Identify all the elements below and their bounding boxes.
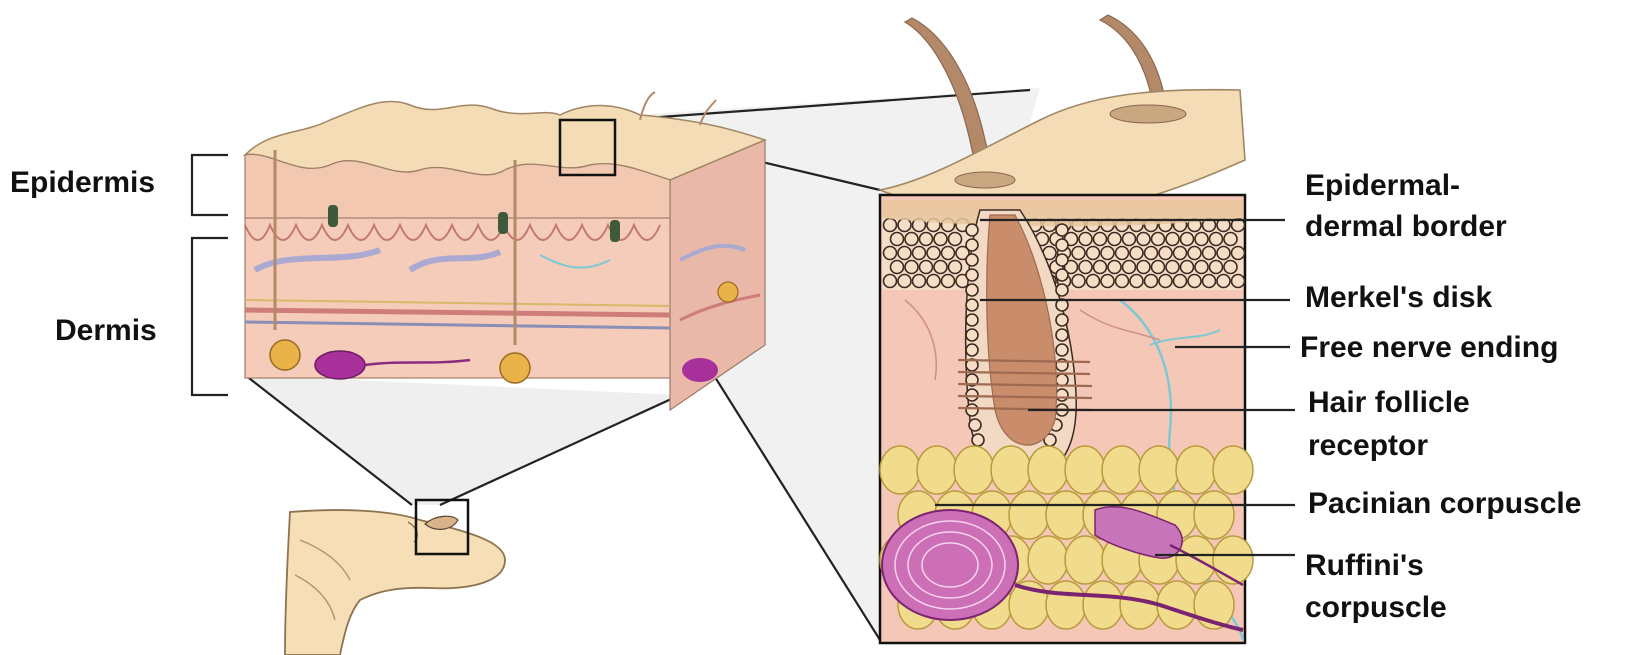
label-epidermal-dermal-border-line1: Epidermal-: [1305, 169, 1460, 202]
zoom-projection-small: [245, 375, 680, 505]
label-pacinian-corpuscle: Pacinian corpuscle: [1308, 487, 1581, 520]
label-free-nerve-ending: Free nerve ending: [1300, 331, 1558, 364]
finger-icon: [285, 510, 505, 655]
label-hair-follicle-receptor-line2: receptor: [1308, 429, 1428, 462]
skin-block-icon: [245, 92, 765, 410]
label-merkels-disk: Merkel's disk: [1305, 281, 1493, 314]
label-epidermal-dermal-border-line2: dermal border: [1305, 210, 1507, 243]
label-ruffinis-corpuscle-line2: corpuscle: [1305, 591, 1447, 624]
label-dermis: Dermis: [55, 314, 157, 347]
epidermis-bracket: [192, 155, 228, 215]
label-ruffinis-corpuscle-line1: Ruffini's: [1305, 549, 1424, 582]
dermis-bracket: [192, 238, 228, 395]
label-hair-follicle-receptor-line1: Hair follicle: [1308, 386, 1470, 419]
label-epidermis: Epidermis: [10, 166, 155, 199]
